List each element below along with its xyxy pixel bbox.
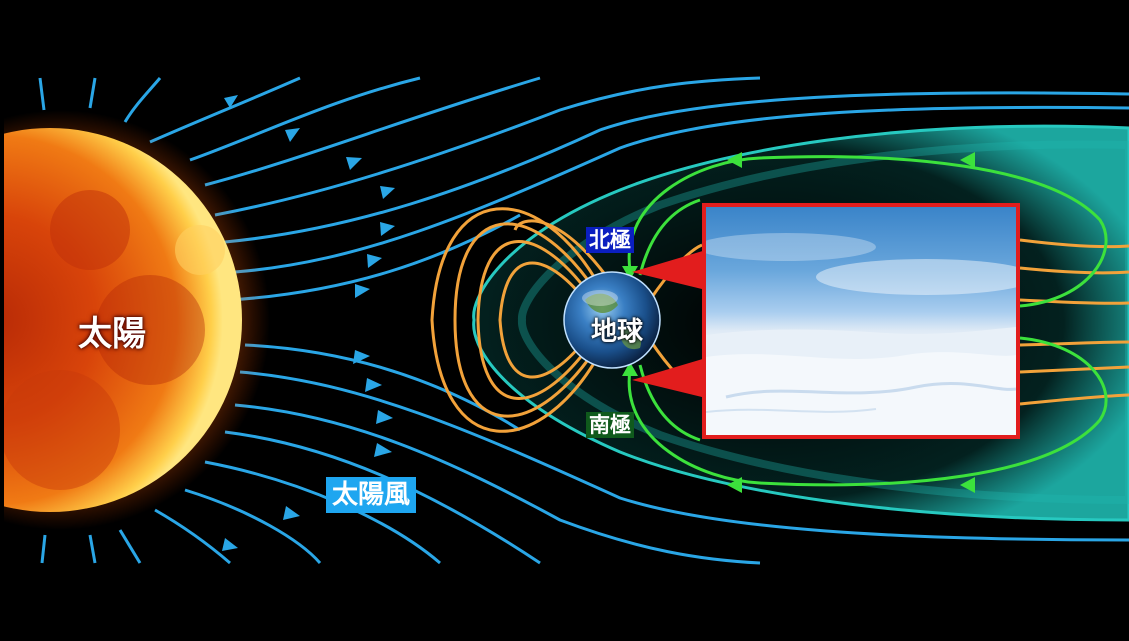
earth-magnetic-field-lines [430,207,1129,433]
particle-paths [627,155,1108,487]
solar-wind-lines [38,76,1129,565]
photo-pointers [632,250,706,398]
snowfield-icon [706,233,1016,435]
letterbox-top [0,0,1129,78]
arctic-snow-photo [702,203,1020,439]
solar-wind-label: 太陽風 [326,477,417,513]
earth-label: 地球 [591,317,644,347]
letterbox-bottom [0,563,1129,641]
north-pole-label: 北極 [586,227,634,253]
sun [0,78,270,563]
sun-label: 太陽 [78,314,146,354]
earth [563,271,661,369]
solar-wind-arrowheads [222,95,395,551]
particle-path-arrowheads [622,152,975,493]
south-pole-label: 南極 [586,412,634,438]
